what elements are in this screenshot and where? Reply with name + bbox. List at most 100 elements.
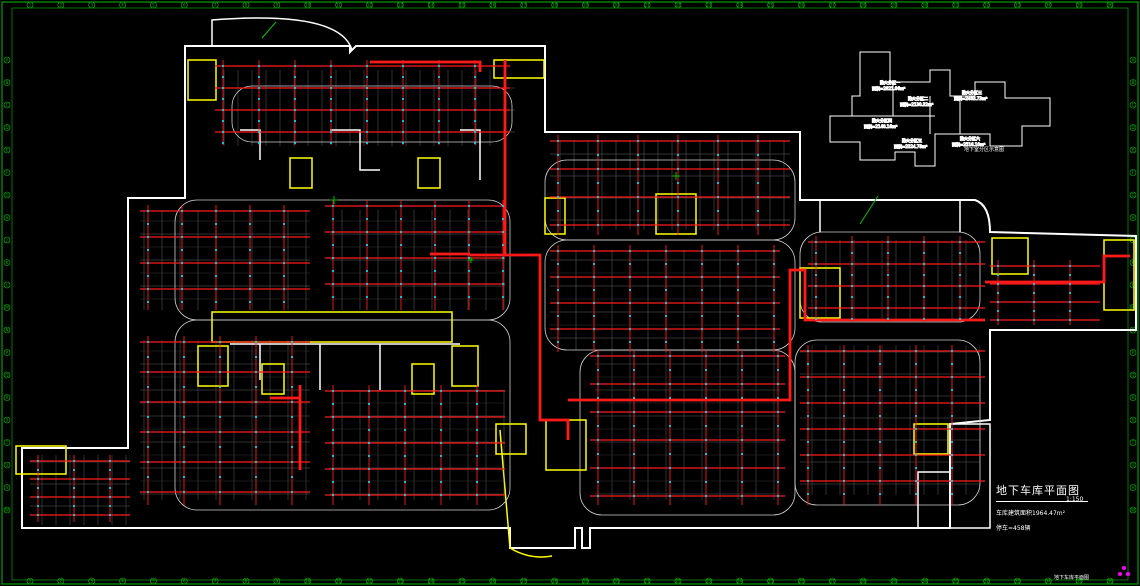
sprinkler-head — [959, 318, 961, 320]
sprinkler-head — [258, 87, 260, 89]
sprinkler-head — [879, 493, 881, 495]
sprinkler-head — [400, 218, 402, 220]
axis-label: 36 — [1107, 579, 1113, 584]
axis-bubble — [921, 1, 929, 9]
axis-bubble — [180, 1, 188, 9]
axis-label: 8 — [245, 579, 248, 584]
sprinkler-head — [368, 429, 370, 431]
sprinkler-head — [669, 481, 671, 483]
axis-label: 6 — [183, 579, 186, 584]
sprinkler-head — [557, 289, 559, 291]
sprinkler-head — [404, 494, 406, 496]
sprinkler-head — [73, 478, 75, 480]
sprinkler-head — [181, 275, 183, 277]
sprinkler-head — [717, 168, 719, 170]
sprinkler-head — [258, 120, 260, 122]
sprinkler-head — [843, 441, 845, 443]
sprinkler-head — [332, 416, 334, 418]
sprinkler-head — [109, 496, 111, 498]
sprinkler-head — [915, 428, 917, 430]
axis-label: 36 — [1107, 3, 1113, 8]
axis-bubble — [1129, 416, 1137, 424]
sprinkler-head — [73, 505, 75, 507]
sprinkler-head — [557, 210, 559, 212]
sprinkler-head — [440, 416, 442, 418]
sprinkler-head — [887, 307, 889, 309]
sprinkler-head — [476, 455, 478, 457]
sprinkler-head — [438, 98, 440, 100]
axis-label: 20 — [614, 3, 620, 8]
sprinkler-head — [669, 411, 671, 413]
sprinkler-head — [474, 65, 476, 67]
sprinkler-head — [593, 341, 595, 343]
axis-bubble — [396, 577, 404, 585]
sprinkler-head — [843, 428, 845, 430]
sprinkler-head — [183, 416, 185, 418]
sprinkler-head — [183, 341, 185, 343]
sprinkler-head — [332, 403, 334, 405]
sprinkler-head — [402, 142, 404, 144]
sprinkler-head — [717, 154, 719, 156]
sprinkler-head — [332, 481, 334, 483]
axis-bubble — [304, 1, 312, 9]
sprinkler-head — [366, 76, 368, 78]
key-zone-label: 防火分区四 — [872, 117, 892, 123]
sprinkler-head — [915, 480, 917, 482]
sprinkler-head — [1033, 310, 1035, 312]
sprinkler-head — [557, 168, 559, 170]
axis-bubble — [88, 577, 96, 585]
axis-bubble — [1106, 577, 1114, 585]
sprinkler-head — [851, 307, 853, 309]
sprinkler-head — [474, 98, 476, 100]
sprinkler-head — [879, 376, 881, 378]
sprinkler-head — [109, 487, 111, 489]
sprinkler-head — [434, 244, 436, 246]
sprinkler-head — [332, 429, 334, 431]
sprinkler-head — [887, 241, 889, 243]
sprinkler-head — [258, 142, 260, 144]
axis-bubble — [3, 304, 11, 311]
axis-bubble — [551, 577, 558, 585]
axis-label: W — [5, 508, 9, 513]
axis-label: C — [6, 103, 9, 108]
sprinkler-head — [705, 411, 707, 413]
sprinkler-head — [366, 205, 368, 207]
sprinkler-head — [633, 439, 635, 441]
sprinkler-head — [597, 495, 599, 497]
axis-label: 25 — [768, 3, 774, 8]
sprinkler-head — [959, 252, 961, 254]
sprinkler-head — [366, 231, 368, 233]
axis-label: 20 — [614, 579, 620, 584]
sprinkler-head — [332, 231, 334, 233]
sprinkler-head — [597, 224, 599, 226]
sprinkler-head — [219, 476, 221, 478]
axis-label: 16 — [490, 3, 496, 8]
sprinkler-head — [633, 411, 635, 413]
sprinkler-head — [843, 389, 845, 391]
sprinkler-head — [368, 416, 370, 418]
sprinkler-head — [705, 467, 707, 469]
sprinkler-head — [597, 411, 599, 413]
sprinkler-head — [474, 120, 476, 122]
sprinkler-head — [291, 371, 293, 373]
axis-bubble — [427, 577, 435, 585]
valve-markers — [261, 21, 879, 263]
axis-label: 26 — [799, 3, 805, 8]
sprinkler-head — [434, 205, 436, 207]
axis-bubble — [736, 1, 744, 9]
sprinkler-head — [283, 223, 285, 225]
sprinkler-head — [181, 223, 183, 225]
axis-bubble — [612, 1, 620, 9]
axis-bubble — [674, 1, 682, 9]
sprinkler-head — [258, 109, 260, 111]
sprinkler-head — [183, 431, 185, 433]
sprinkler-head — [440, 494, 442, 496]
axis-label: 21 — [645, 3, 651, 8]
axis-bubble — [150, 577, 157, 585]
axis-bubble — [427, 1, 435, 9]
key-zone-area: 面积=2324.78m² — [894, 143, 928, 149]
sprinkler-head — [468, 205, 470, 207]
sprinkler-head — [629, 250, 631, 252]
sprinkler-head — [366, 218, 368, 220]
